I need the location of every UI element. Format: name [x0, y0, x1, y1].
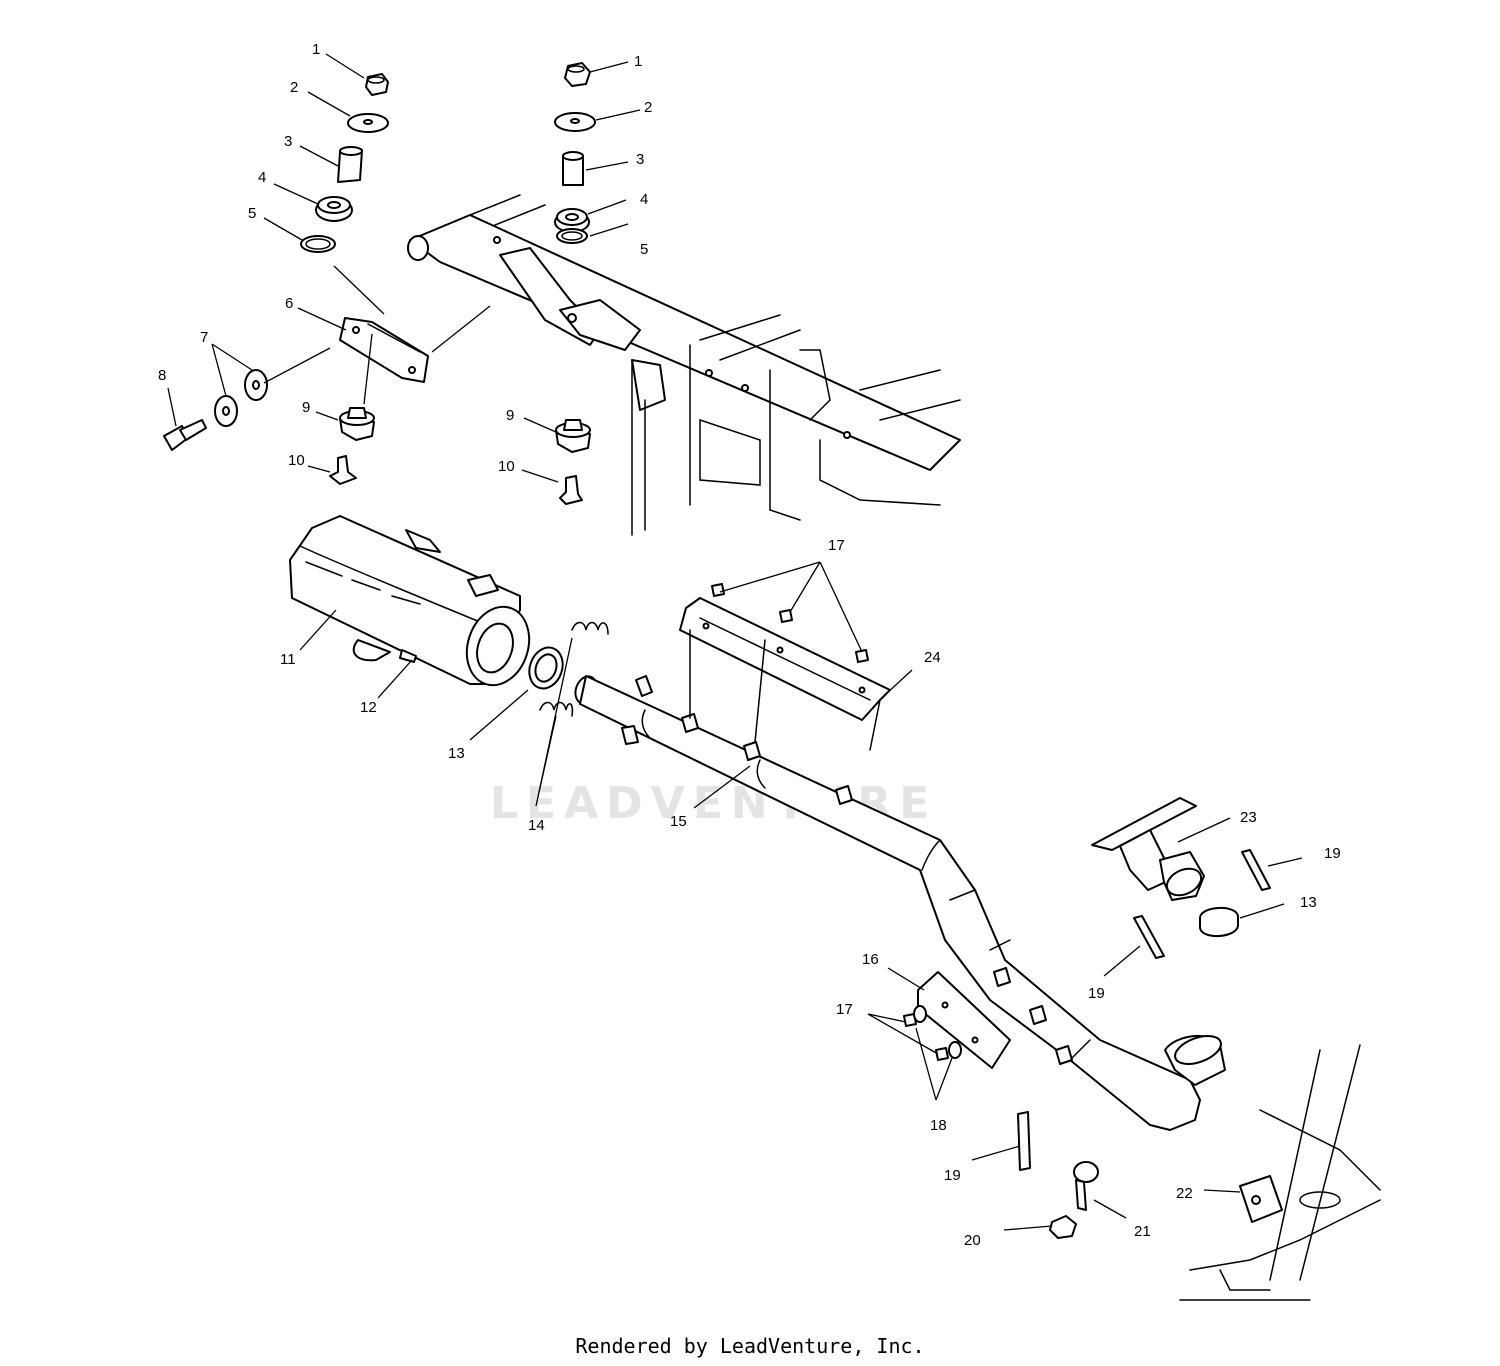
callout-14: 14: [528, 817, 545, 834]
rubber-isolator-left: [339, 407, 375, 441]
callout-20: 20: [964, 1232, 981, 1249]
stud-left: [329, 455, 357, 485]
exhaust-pipe: [574, 675, 1226, 1131]
exhaust-manifold-flange: [1091, 797, 1205, 901]
callout-10-left: 10: [288, 452, 305, 469]
exhaust-gasket: [528, 646, 564, 690]
callout-labels: 1 1 2 2 3 3 4 4 5 5 6 7 8 9 9 10 10 11 1…: [158, 41, 1341, 1249]
spring-middle: [1133, 915, 1165, 959]
callout-6: 6: [285, 295, 293, 312]
o-ring-left: [300, 235, 336, 253]
callout-3-right: 3: [636, 151, 644, 168]
mounting-bracket: [339, 317, 429, 383]
heat-shield-lower: [917, 971, 1011, 1069]
callout-24: 24: [924, 649, 941, 666]
callout-19-middle: 19: [1088, 985, 1105, 1002]
flange-bolt: [1073, 1161, 1099, 1211]
rubber-isolator-right: [555, 419, 591, 453]
frame-crossmember: [407, 194, 961, 536]
callout-1-left: 1: [312, 41, 320, 58]
callout-17-lower: 17: [836, 1001, 853, 1018]
callout-23: 23: [1240, 809, 1257, 826]
grommet-right: [554, 208, 590, 233]
callout-19-lower: 19: [944, 1167, 961, 1184]
stud-right: [559, 475, 583, 505]
callout-21: 21: [1134, 1223, 1151, 1240]
callout-9-right: 9: [506, 407, 514, 424]
springs-pair: [539, 621, 609, 717]
callout-12: 12: [360, 699, 377, 716]
screws-lower-shield: [903, 1013, 949, 1061]
callout-1-right: 1: [634, 53, 642, 70]
callout-4-left: 4: [258, 169, 266, 186]
bolt-left: [163, 419, 207, 451]
nut-left: [365, 73, 389, 96]
muffler: [289, 515, 531, 687]
spacer-left: [337, 146, 363, 183]
callout-3-left: 3: [284, 133, 292, 150]
callout-10-right: 10: [498, 458, 515, 475]
callout-18: 18: [930, 1117, 947, 1134]
callout-19-upper: 19: [1324, 845, 1341, 862]
manifold-gasket: [1199, 907, 1239, 937]
leader-lines: [167, 53, 1303, 1231]
callout-17-upper: 17: [828, 537, 845, 554]
callout-11: 11: [280, 651, 296, 668]
callout-9-left: 9: [302, 399, 310, 416]
spring-upper: [1241, 849, 1271, 891]
callout-13-gasket: 13: [448, 745, 465, 762]
grommet-left: [315, 196, 353, 222]
callout-8: 8: [158, 367, 166, 384]
callout-15: 15: [670, 813, 687, 830]
callout-5-right: 5: [640, 241, 648, 258]
spacer-right: [562, 151, 584, 186]
washer-right: [554, 112, 596, 132]
callout-16: 16: [862, 951, 879, 968]
callout-4-right: 4: [640, 191, 648, 208]
callout-2-right: 2: [644, 99, 652, 116]
spring-lower: [1017, 1111, 1031, 1171]
nut-right: [564, 62, 591, 87]
screws-upper-shield: [711, 583, 869, 663]
washer-left: [347, 113, 389, 133]
washers-lower-shield: [913, 1005, 962, 1059]
callout-2-left: 2: [290, 79, 298, 96]
heat-shield-upper: [679, 597, 891, 751]
callout-5-left: 5: [248, 205, 256, 222]
o-ring-right: [556, 228, 588, 244]
callout-7: 7: [200, 329, 208, 346]
callout-13-manifold: 13: [1300, 894, 1317, 911]
cylinder-head: [1179, 1044, 1381, 1301]
washers-pair: [214, 369, 268, 427]
callout-22: 22: [1176, 1185, 1193, 1202]
rendered-by-credit: Rendered by LeadVenture, Inc.: [575, 1334, 925, 1358]
flange-nut: [1049, 1215, 1077, 1239]
